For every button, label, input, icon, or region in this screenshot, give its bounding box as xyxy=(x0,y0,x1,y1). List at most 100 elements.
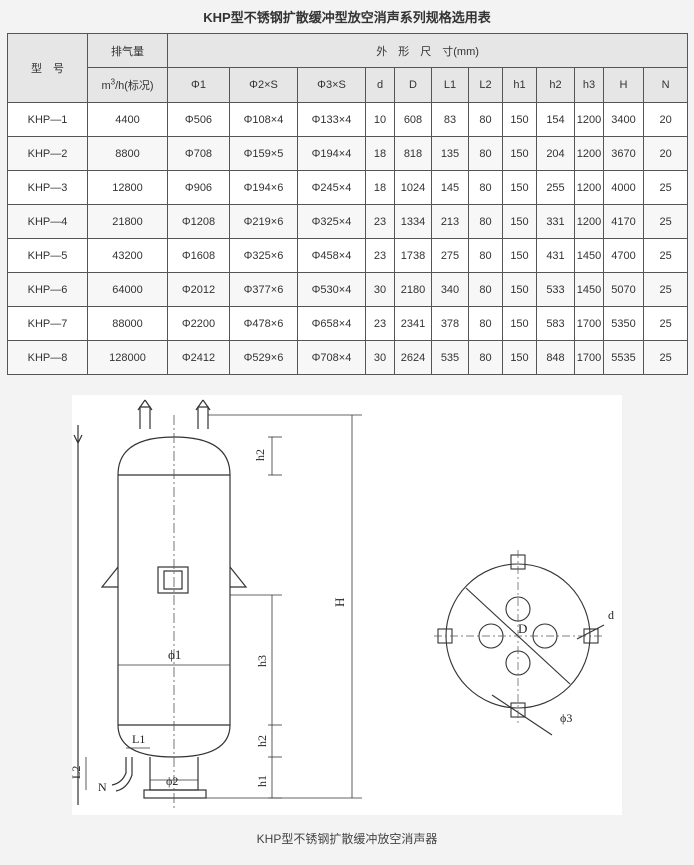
table-cell: 25 xyxy=(642,238,689,273)
arrow-top-left xyxy=(137,399,153,411)
table-cell: 135 xyxy=(431,136,469,171)
table-cell: 1200 xyxy=(574,204,604,239)
column-header: d xyxy=(365,67,395,103)
table-cell: Φ325×6 xyxy=(229,238,298,273)
table-cell: KHP—3 xyxy=(7,170,88,205)
table-cell: 204 xyxy=(536,136,575,171)
header-flow-unit: m3/h(标况) xyxy=(87,67,168,103)
figure-caption: KHP型不锈钢扩散缓冲放空消声器 xyxy=(256,832,438,846)
label-h2-top: h2 xyxy=(253,449,267,461)
table-cell: Φ2200 xyxy=(167,306,230,341)
table-cell: 12800 xyxy=(87,170,168,205)
column-header: N xyxy=(642,67,689,103)
label-h2-bottom: h2 xyxy=(255,735,269,747)
table-cell: Φ658×4 xyxy=(297,306,366,341)
table-cell: 255 xyxy=(536,170,575,205)
table-cell: 150 xyxy=(502,102,537,137)
table-cell: 25 xyxy=(642,306,689,341)
table-cell: 1738 xyxy=(394,238,432,273)
table-cell: 583 xyxy=(536,306,575,341)
table-cell: Φ108×4 xyxy=(229,102,298,137)
column-header: L1 xyxy=(431,67,469,103)
label-N: N xyxy=(98,780,107,794)
manhole xyxy=(157,566,189,594)
table-cell: 431 xyxy=(536,238,575,273)
label-L2: L2 xyxy=(72,766,83,779)
table-cell: 2624 xyxy=(394,340,432,375)
table-cell: 30 xyxy=(365,340,395,375)
table-cell: 10 xyxy=(365,102,395,137)
table-cell: Φ2012 xyxy=(167,272,230,307)
label-h3: h3 xyxy=(255,655,269,667)
label-h1: h1 xyxy=(255,775,269,787)
label-phi2: ϕ2 xyxy=(166,774,178,788)
table-cell: 378 xyxy=(431,306,469,341)
table-cell: 18 xyxy=(365,170,395,205)
table-cell: 608 xyxy=(394,102,432,137)
table-cell: 1700 xyxy=(574,306,604,341)
column-header: h2 xyxy=(536,67,575,103)
table-cell: Φ530×4 xyxy=(297,272,366,307)
table-cell: 4170 xyxy=(603,204,644,239)
label-phi1: ϕ1 xyxy=(168,647,181,662)
arrow-top-right xyxy=(195,399,211,411)
table-cell: KHP—8 xyxy=(7,340,88,375)
table-cell: 1334 xyxy=(394,204,432,239)
table-cell: Φ325×4 xyxy=(297,204,366,239)
lug-left xyxy=(100,566,119,588)
table-cell: 80 xyxy=(468,272,503,307)
table-cell: Φ245×4 xyxy=(297,170,366,205)
column-header: Φ3×S xyxy=(297,67,366,103)
table-cell: KHP—6 xyxy=(7,272,88,307)
table-cell: 23 xyxy=(365,306,395,341)
table-cell: 80 xyxy=(468,306,503,341)
column-header: H xyxy=(603,67,644,103)
label-H: H xyxy=(332,598,347,607)
table-cell: 21800 xyxy=(87,204,168,239)
column-header: Φ2×S xyxy=(229,67,298,103)
table-cell: 533 xyxy=(536,272,575,307)
table-cell: 80 xyxy=(468,340,503,375)
table-cell: 1450 xyxy=(574,272,604,307)
page-title: KHP型不锈钢扩散缓冲型放空消声系列规格选用表 xyxy=(203,10,491,25)
table-cell: 535 xyxy=(431,340,469,375)
table-cell: KHP—1 xyxy=(7,102,88,137)
table-cell: Φ1208 xyxy=(167,204,230,239)
table-cell: 20 xyxy=(642,102,689,137)
table-cell: 25 xyxy=(642,204,689,239)
table-cell: 80 xyxy=(468,204,503,239)
label-d: d xyxy=(608,608,614,622)
top-pipe-right xyxy=(197,406,209,429)
header-model: 型 号 xyxy=(7,33,88,103)
table-cell: Φ906 xyxy=(167,170,230,205)
drawing-svg: h2 ϕ1 h3 H L1 h2 L2 N ϕ2 h1 D d ϕ3 xyxy=(69,399,614,810)
table-cell: 25 xyxy=(642,170,689,205)
header-flow-top: 排气量 xyxy=(87,33,168,68)
table-cell: KHP—2 xyxy=(7,136,88,171)
column-header: h1 xyxy=(502,67,537,103)
table-cell: Φ1608 xyxy=(167,238,230,273)
table-cell: 1200 xyxy=(574,102,604,137)
drain-pipe xyxy=(111,757,127,786)
lug-right xyxy=(229,566,248,588)
table-cell: 848 xyxy=(536,340,575,375)
table-cell: 340 xyxy=(431,272,469,307)
technical-drawing: h2 ϕ1 h3 H L1 h2 L2 N ϕ2 h1 D d ϕ3 xyxy=(69,395,622,815)
table-cell: 331 xyxy=(536,204,575,239)
table-cell: 5070 xyxy=(603,272,644,307)
table-cell: Φ708×4 xyxy=(297,340,366,375)
top-pipe-left xyxy=(139,406,151,429)
table-cell: 1450 xyxy=(574,238,604,273)
table-cell: 25 xyxy=(642,340,689,375)
table-cell: 8800 xyxy=(87,136,168,171)
table-cell: 150 xyxy=(502,272,537,307)
table-cell: Φ159×5 xyxy=(229,136,298,171)
table-cell: 3400 xyxy=(603,102,644,137)
table-cell: KHP—7 xyxy=(7,306,88,341)
